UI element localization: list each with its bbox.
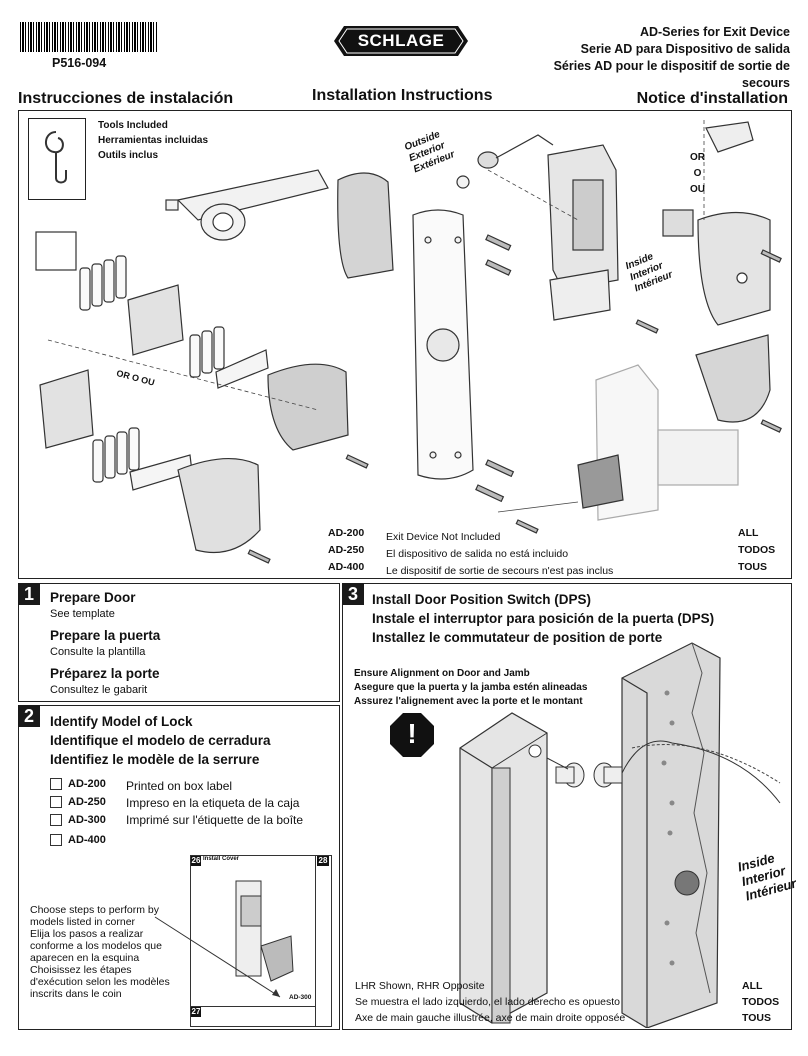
series-fr: Séries AD pour le dispositif de sortie d… [553, 59, 790, 90]
choose-en: Choose steps to perform by models listed… [30, 904, 159, 928]
model-checkbox[interactable] [50, 796, 62, 808]
alignment-note: Ensure Alignment on Door and Jamb Asegur… [354, 667, 587, 709]
models-top: AD-200 AD-250 AD-400 [328, 525, 364, 576]
schlage-logo: SCHLAGE [334, 26, 468, 56]
series-block: AD-Series for Exit Device Serie AD para … [530, 24, 790, 92]
step-2-heading-es: Identifique el modelo de cerradura [50, 733, 271, 748]
thumb-diagram [235, 880, 294, 982]
exit-device-es: El dispositivo de salida no está incluid… [386, 548, 569, 560]
step-3-heading-en: Install Door Position Switch (DPS) [372, 592, 592, 607]
wrench-tool-icon [38, 128, 74, 193]
all-en: ALL [738, 527, 759, 539]
step-2-heading-fr: Identifiez le modèle de la serrure [50, 752, 260, 767]
all-fr: TOUS [738, 561, 767, 573]
or-es: O [693, 168, 702, 179]
step-3-headings: Install Door Position Switch (DPS) Insta… [372, 590, 714, 647]
example-page-thumbnail: 26 Install Cover 28 AD-300 27 [190, 855, 332, 1027]
step-1-sub-fr: Consultez le gabarit [50, 684, 148, 696]
thumb-model: AD-300 [289, 994, 312, 1001]
choose-es: Elija los pasos a realizar conforme a lo… [30, 928, 162, 964]
step-2-headings: Identify Model of Lock Identifique el mo… [50, 712, 271, 769]
thumb-title: Install Cover [203, 856, 240, 862]
model-checkbox[interactable] [50, 834, 62, 846]
brand-name: SCHLAGE [357, 31, 445, 50]
model-checkbox[interactable] [50, 814, 62, 826]
model-checkbox[interactable] [50, 778, 62, 790]
all-es: TODOS [738, 544, 776, 556]
step-1-heading-fr: Préparez la porte [50, 666, 160, 681]
step-2-panel [18, 705, 340, 1030]
step-3-heading-es: Instale el interruptor para posición de … [372, 611, 715, 626]
model-ad250: AD-250 [328, 544, 365, 556]
step-1-sub-es: Consulte la plantilla [50, 646, 146, 658]
or-label-vertical: OR O OU [690, 150, 705, 198]
series-es: Serie AD para Dispositivo de salida [580, 42, 790, 56]
model-option-label: AD-300 [68, 814, 106, 826]
dps-door-jamb-diagram [459, 642, 781, 1028]
box-label-es: Impreso en la etiqueta de la caja [126, 796, 300, 810]
step-1-panel [18, 583, 340, 702]
series-en: AD-Series for Exit Device [639, 25, 790, 39]
step-1-heading-es: Prepare la puerta [50, 628, 161, 643]
model-option-ad400[interactable]: AD-400 [50, 834, 106, 846]
step-3-panel [342, 583, 792, 1030]
exploded-parts-diagram [35, 120, 782, 564]
title-en: Installation Instructions [312, 87, 493, 104]
step-2-heading-en: Identify Model of Lock [50, 714, 193, 729]
lhr-en: LHR Shown, RHR Opposite [355, 980, 485, 992]
lhr-es: Se muestra el lado izquierdo, el lado de… [355, 996, 621, 1008]
all-label-dps: ALL TODOS TOUS [742, 978, 779, 1026]
thumb-step-26: 26 [191, 856, 201, 866]
align-en: Ensure Alignment on Door and Jamb [354, 668, 530, 679]
exit-device-fr: Le dispositif de sortie de secours n'est… [386, 565, 614, 577]
parts-overview-panel [18, 110, 792, 579]
thumb-step-28: 28 [317, 856, 329, 866]
model-option-label: AD-200 [68, 778, 106, 790]
model-ad400: AD-400 [328, 561, 365, 573]
step-1-number: 1 [18, 583, 40, 605]
model-option-ad250[interactable]: AD-250 [50, 796, 106, 808]
step-1-sub-en: See template [50, 608, 115, 620]
warning-symbol: ! [407, 718, 417, 749]
barcode [20, 22, 158, 52]
align-es: Asegure que la puerta y la jamba estén a… [354, 682, 588, 693]
step-1-heading-en: Prepare Door [50, 590, 136, 605]
align-fr: Assurez l'alignement avec la porte et le… [354, 696, 583, 707]
or-fr: OU [690, 184, 705, 195]
step-2-number: 2 [18, 705, 40, 727]
all-label-top: ALL TODOS TOUS [738, 525, 775, 576]
tools-text: Tools Included Herramientas incluidas Ou… [98, 118, 208, 163]
exit-device-note: Exit Device Not Included El dispositivo … [386, 529, 613, 580]
box-label-fr: Imprimé sur l'étiquette de la boîte [126, 813, 304, 827]
tools-es: Herramientas incluidas [98, 135, 209, 146]
choose-steps-note: Choose steps to perform by models listed… [30, 904, 172, 1000]
pointer-arrow [154, 916, 281, 998]
or-en: OR [690, 152, 705, 163]
title-fr: Notice d'installation [636, 90, 788, 107]
tools-en: Tools Included [98, 120, 168, 131]
thumb-step-27: 27 [191, 1007, 201, 1017]
lhr-fr: Axe de main gauche illustrée, axe de mai… [355, 1012, 626, 1024]
title-es: Instrucciones de instalación [18, 90, 234, 107]
model-option-label: AD-400 [68, 834, 106, 846]
warning-icon: ! [389, 712, 435, 758]
box-label-note: Printed on box label Impreso en la etiqu… [126, 778, 303, 829]
box-label-en: Printed on box label [126, 779, 233, 793]
choose-fr: Choisissez les étapes d'exécution selon … [30, 964, 170, 1000]
tools-box [28, 118, 86, 200]
exit-device-en: Exit Device Not Included [386, 531, 501, 543]
step-3-heading-fr: Installez le commutateur de position de … [372, 630, 663, 645]
model-ad200: AD-200 [328, 527, 365, 539]
handing-note: LHR Shown, RHR Opposite Se muestra el la… [355, 978, 625, 1026]
tools-fr: Outils inclus [98, 150, 159, 161]
model-option-label: AD-250 [68, 796, 106, 808]
all-es: TODOS [742, 996, 780, 1008]
model-option-ad200[interactable]: AD-200 [50, 778, 106, 790]
all-en: ALL [742, 980, 763, 992]
all-fr: TOUS [742, 1012, 771, 1024]
model-option-ad300[interactable]: AD-300 [50, 814, 106, 826]
step-1-text: Prepare Door See template Prepare la pue… [50, 590, 160, 698]
part-number: P516-094 [52, 56, 107, 70]
step-3-number: 3 [342, 583, 364, 605]
